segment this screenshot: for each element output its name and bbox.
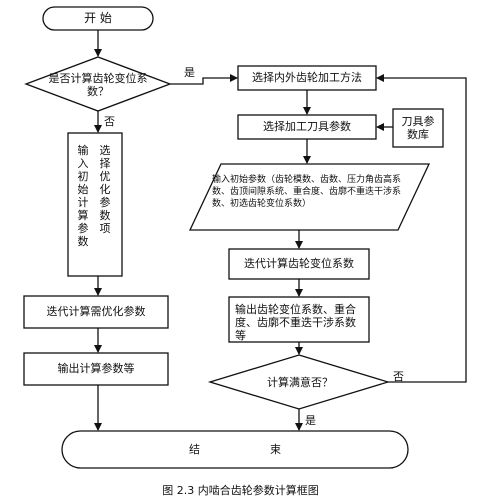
decision-modify-label: 是否计算齿轮变位系数？ — [48, 72, 148, 98]
decision-satisfied-label: 计算满意否？ — [267, 376, 333, 389]
arrow-decision-yes — [170, 74, 238, 85]
input-initial-right-parallelogram — [188, 163, 431, 231]
edge-yes-1: 是 — [184, 66, 195, 79]
input-initial-right-label: 输入初始参数（齿轮模数、齿数、压力角齿高系数、齿顶间隙系统、重合度、齿廓不重迭干… — [212, 175, 402, 209]
output-modify-label: 输出齿轮变位系数、重合度、齿廓不重迭干涉系数等 — [235, 303, 356, 342]
figure-caption: 图 2.3 内啮合齿轮参数计算框图 — [162, 484, 319, 497]
edge-no-2: 否 — [393, 370, 404, 383]
start-label: 开 始 — [84, 11, 112, 25]
input-initial-box — [67, 132, 123, 277]
tool-db-label: 刀具参数库 — [401, 115, 435, 141]
output-params-label: 输出计算参数等 — [57, 362, 135, 375]
end-label: 结 束 — [189, 443, 281, 456]
edge-no-1: 否 — [104, 115, 115, 128]
edge-yes-2: 是 — [305, 414, 316, 427]
end-terminal — [61, 430, 409, 469]
iter-optimize-box — [23, 295, 169, 329]
output-params-box — [23, 352, 169, 386]
select-optimize-label: 选择优化参数项 — [99, 144, 111, 235]
arrow-satisfied-no-loop — [376, 74, 467, 383]
iter-modify-label: 迭代计算齿轮变位系数 — [244, 257, 354, 270]
select-tool-label: 选择加工刀具参数 — [263, 120, 351, 133]
input-initial-label: 输入初始计算参数 — [77, 144, 89, 248]
iter-optimize-label: 迭代计算需优化参数 — [46, 305, 146, 318]
tool-db-box — [392, 108, 444, 148]
select-method-label: 选择内外齿轮加工方法 — [252, 71, 362, 84]
